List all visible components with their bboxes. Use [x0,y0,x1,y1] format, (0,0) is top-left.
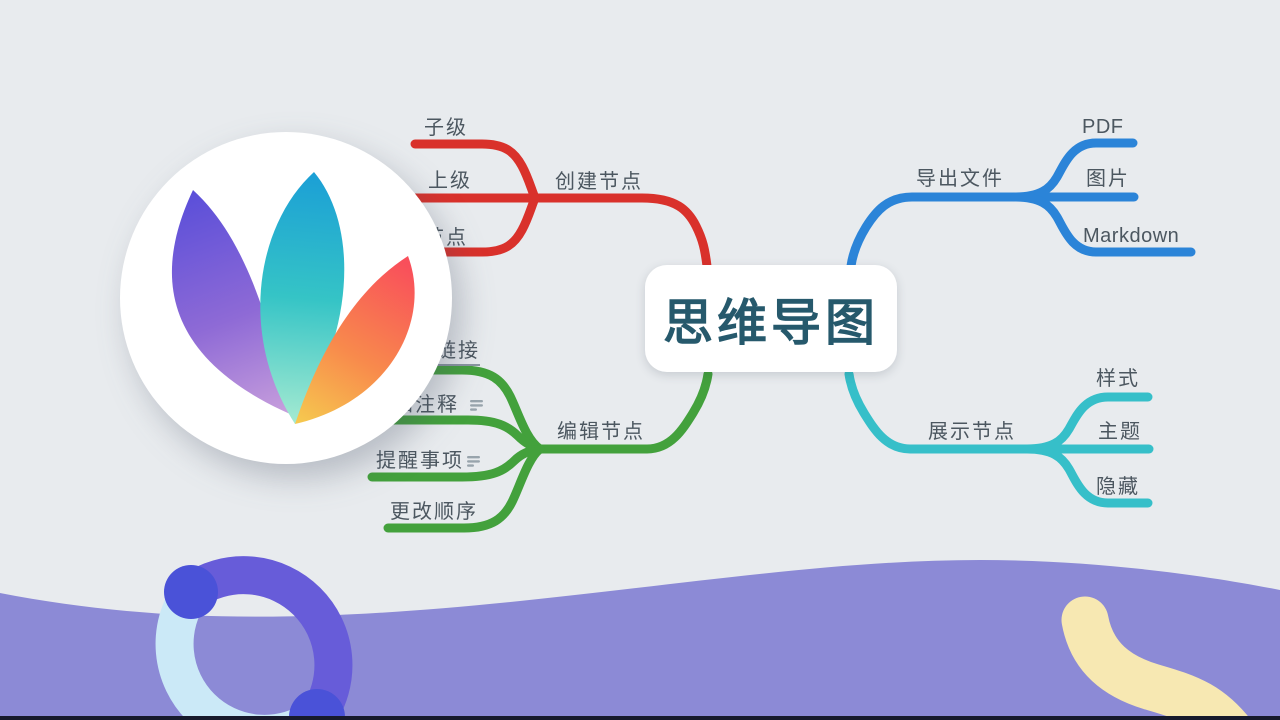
squiggle-shape [1061,596,1251,720]
node-edit-child-2[interactable]: 提醒事项 [376,450,464,472]
branch-edit-lines [367,365,713,533]
note-icon [467,456,480,467]
node-edit-child-3[interactable]: 更改顺序 [390,501,478,523]
node-edit[interactable]: 编辑节点 [557,421,645,443]
node-create-child-1[interactable]: 上级 [428,170,472,192]
node-display-child-0[interactable]: 样式 [1096,368,1140,390]
central-topic-title: 思维导图 [663,294,879,351]
logo-leaf-red [295,256,415,424]
note-icon [470,400,483,411]
central-topic-node[interactable]: 思维导图 [645,265,897,372]
node-display[interactable]: 展示节点 [928,421,1016,443]
node-export[interactable]: 导出文件 [916,168,1004,190]
node-export-child-2[interactable]: Markdown [1083,225,1180,247]
logo-leaf-purple [171,190,290,414]
bottom-bar [0,716,1280,720]
node-edit-child-0[interactable]: 链接 [436,340,480,366]
node-export-child-0[interactable]: PDF [1082,116,1124,138]
branch-export-lines [846,138,1196,271]
branch-create-lines [395,139,712,271]
node-create[interactable]: 创建节点 [555,171,643,193]
ring-shape [155,556,353,720]
node-create-child-0[interactable]: 子级 [424,117,468,139]
branch-display-lines [844,369,1154,508]
node-export-child-1[interactable]: 图片 [1086,168,1130,190]
mind-app-logo [120,132,452,464]
node-display-child-1[interactable]: 主题 [1098,421,1142,443]
node-display-child-2[interactable]: 隐藏 [1096,476,1140,498]
